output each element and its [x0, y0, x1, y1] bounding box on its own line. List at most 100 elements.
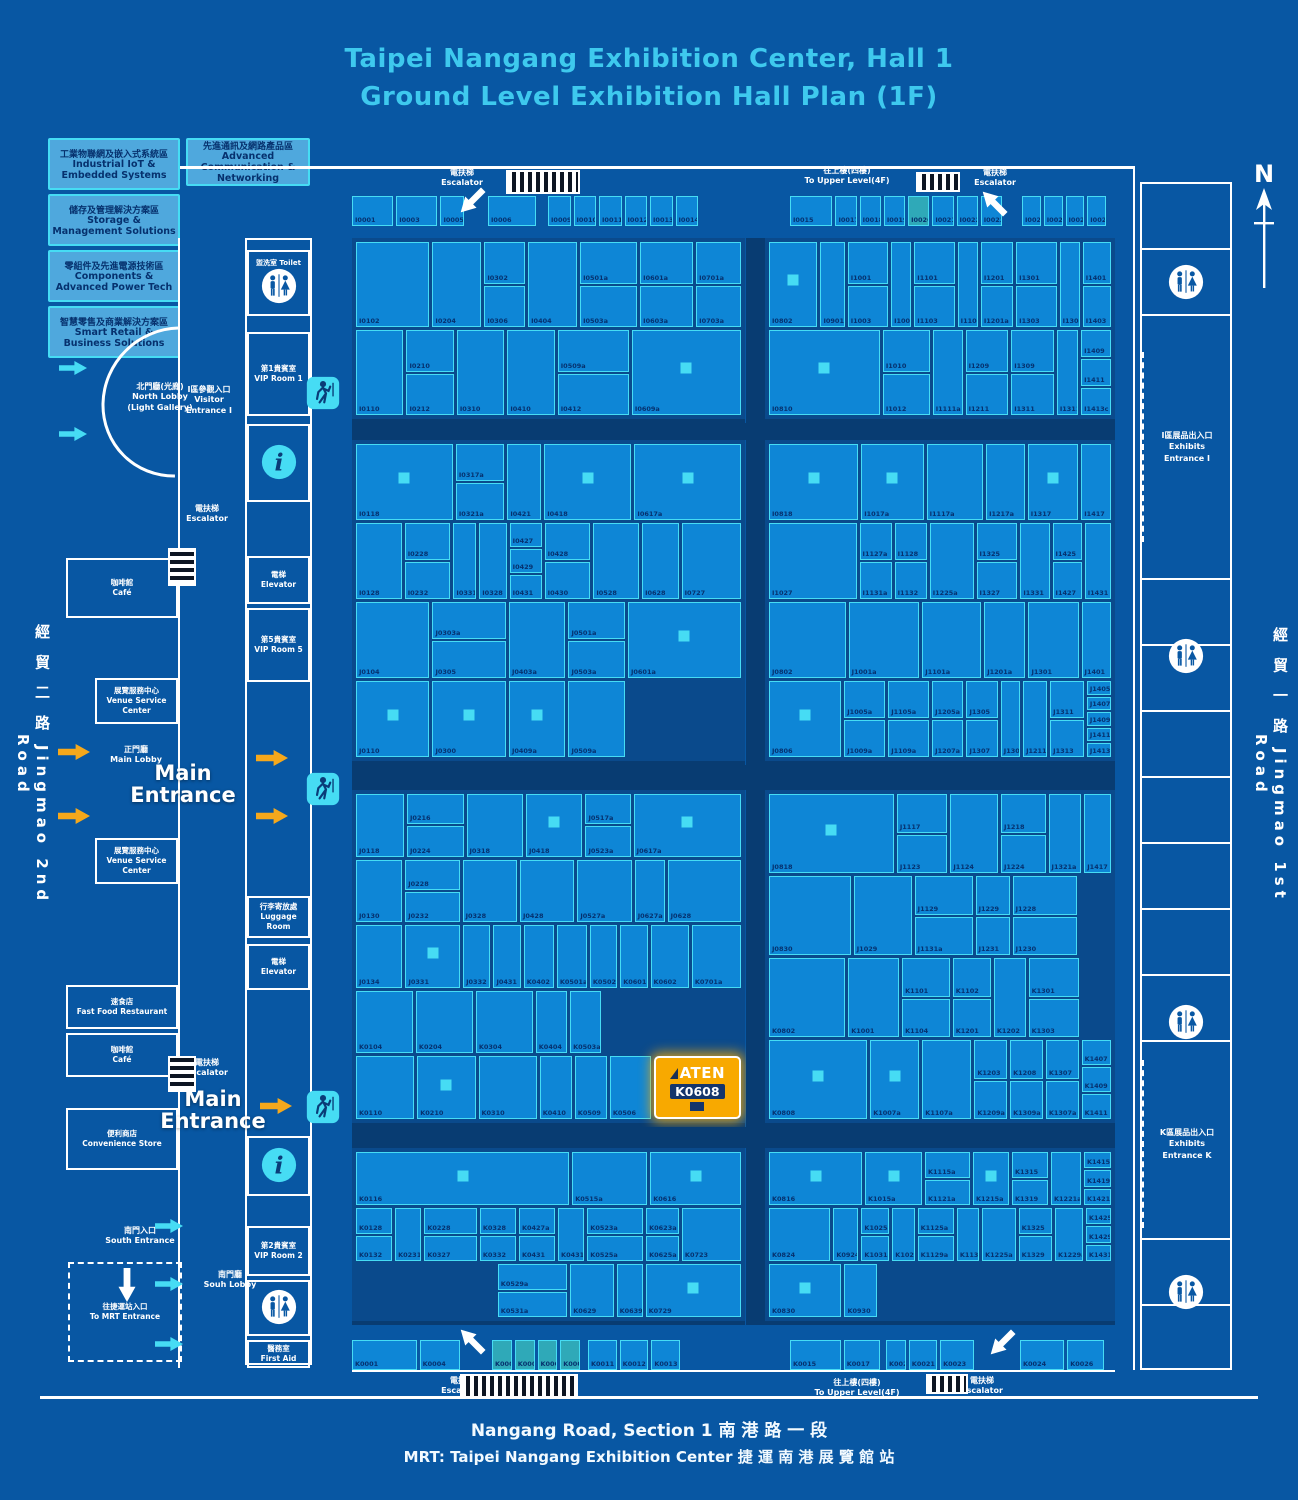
booth-K1431[interactable]: K1431	[1085, 1244, 1111, 1261]
booth-I1311[interactable]: I1311	[1011, 373, 1054, 415]
booth-K1309a[interactable]: K1309a	[1010, 1080, 1043, 1119]
booth-K1201[interactable]: K1201	[952, 998, 991, 1037]
booth-I0003[interactable]: I0003	[396, 196, 438, 226]
booth-I1012[interactable]: I1012	[882, 373, 930, 415]
booth-I0427[interactable]: I0427	[509, 523, 542, 547]
booth-K0531a[interactable]: K0531a	[497, 1291, 568, 1317]
booth-I1103a[interactable]: I1103a	[957, 242, 978, 327]
booth-I1225a[interactable]: I1225a	[929, 523, 974, 599]
booth-J0830[interactable]: J0830	[769, 876, 851, 955]
booth-K0013[interactable]: K0013	[651, 1340, 681, 1370]
booth-I1309[interactable]: I1309	[1011, 330, 1054, 372]
booth-K1409[interactable]: K1409	[1081, 1067, 1112, 1092]
booth-K1121a[interactable]: K1121a	[925, 1179, 970, 1205]
booth-K0431a[interactable]: K0431a	[558, 1208, 585, 1261]
pedestrian-entrance-icon[interactable]	[306, 772, 340, 806]
booth-J1005a[interactable]: J1005a	[844, 681, 886, 718]
booth-I0210[interactable]: I0210	[406, 330, 454, 372]
booth-K0830[interactable]: K0830	[769, 1264, 842, 1317]
booth-K0008[interactable]: K0008	[537, 1340, 558, 1370]
booth-I0019[interactable]: I0019	[883, 196, 906, 226]
booth-J1305[interactable]: J1305	[966, 681, 998, 718]
booth-I1132[interactable]: I1132	[894, 562, 927, 599]
booth-K1407[interactable]: K1407	[1081, 1040, 1112, 1065]
booth-J1205a[interactable]: J1205a	[932, 681, 964, 718]
booth-J0503a[interactable]: J0503a	[568, 641, 625, 678]
booth-J1307[interactable]: J1307	[966, 720, 998, 757]
booth-K1229a[interactable]: K1229a	[1055, 1208, 1083, 1261]
booth-I1403[interactable]: I1403	[1082, 285, 1112, 327]
booth-I0310[interactable]: I0310	[456, 330, 505, 415]
booth-K1425[interactable]: K1425	[1085, 1208, 1111, 1225]
booth-I1303[interactable]: I1303	[1016, 285, 1057, 327]
booth-J0806[interactable]: J0806	[769, 681, 842, 757]
escalator-west-1[interactable]	[168, 548, 196, 586]
booth-K1209a[interactable]: K1209a	[974, 1080, 1008, 1119]
booth-J0305[interactable]: J0305	[432, 641, 506, 678]
booth-K0327[interactable]: K0327	[424, 1235, 477, 1261]
escalator-south-right[interactable]	[926, 1374, 968, 1394]
booth-I0609a[interactable]: I0609a	[631, 330, 742, 415]
booth-K1203[interactable]: K1203	[974, 1040, 1008, 1079]
booth-I0503a[interactable]: I0503a	[580, 285, 638, 327]
booth-K0523a[interactable]: K0523a	[587, 1208, 644, 1234]
booth-I1317[interactable]: I1317	[1027, 444, 1079, 520]
booth-K0204[interactable]: K0204	[415, 990, 473, 1054]
booth-I0228[interactable]: I0228	[404, 523, 451, 560]
booth-I0204[interactable]: I0204	[432, 242, 482, 327]
booth-K1215a[interactable]: K1215a	[973, 1152, 1009, 1205]
booth-K0104[interactable]: K0104	[356, 990, 413, 1054]
booth-J0134[interactable]: J0134	[356, 925, 403, 988]
booth-K0515a[interactable]: K0515a	[572, 1152, 648, 1205]
booth-K0009[interactable]: K0009	[560, 1340, 580, 1370]
booth-I0603a[interactable]: I0603a	[640, 285, 694, 327]
booth-I1327[interactable]: I1327	[976, 562, 1018, 599]
booth-I1417[interactable]: I1417	[1081, 444, 1111, 520]
booth-I0212[interactable]: I0212	[406, 373, 454, 415]
booth-J1313[interactable]: J1313	[1050, 720, 1084, 757]
booth-J0628[interactable]: J0628	[667, 859, 742, 923]
booth-I1427[interactable]: I1427	[1052, 562, 1082, 599]
booth-K0017[interactable]: K0017	[843, 1340, 880, 1370]
booth-J1229[interactable]: J1229	[975, 876, 1010, 915]
booth-J1207a[interactable]: J1207a	[932, 720, 964, 757]
booth-K1202[interactable]: K1202	[993, 958, 1026, 1037]
booth-J1411[interactable]: J1411	[1086, 727, 1111, 742]
booth-J1405[interactable]: J1405	[1086, 681, 1111, 695]
booth-K1026[interactable]: K1026	[892, 1208, 915, 1261]
booth-J1131a[interactable]: J1131a	[914, 916, 973, 955]
booth-I0102[interactable]: I0102	[356, 242, 430, 327]
booth-I1209[interactable]: I1209	[965, 330, 1009, 372]
booth-I1301[interactable]: I1301	[1016, 242, 1057, 284]
booth-K1015a[interactable]: K1015a	[865, 1152, 922, 1205]
booth-J0300[interactable]: J0300	[432, 681, 506, 757]
booth-J0110[interactable]: J0110	[356, 681, 430, 757]
booth-J1124[interactable]: J1124	[950, 794, 998, 873]
booth-I1001[interactable]: I1001	[847, 242, 889, 284]
booth-K0132[interactable]: K0132	[356, 1235, 393, 1261]
booth-I0418[interactable]: I0418	[544, 444, 632, 520]
booth-K1429[interactable]: K1429	[1085, 1226, 1111, 1243]
booth-I1431[interactable]: I1431	[1084, 523, 1111, 599]
booth-K0501a[interactable]: K0501a	[556, 925, 587, 988]
booth-I0015[interactable]: I0015	[790, 196, 833, 226]
booth-I1217a[interactable]: I1217a	[986, 444, 1025, 520]
booth-I0014[interactable]: I0014	[675, 196, 698, 226]
booth-K0020[interactable]: K0020	[886, 1340, 906, 1370]
booth-K0231[interactable]: K0231	[395, 1208, 422, 1261]
booth-J1123[interactable]: J1123	[896, 834, 948, 873]
booth-J1105a[interactable]: J1105a	[888, 681, 930, 718]
booth-K0431[interactable]: K0431	[518, 1235, 556, 1261]
booth-K0502[interactable]: K0502	[589, 925, 618, 988]
booth-I1003a[interactable]: I1003a	[891, 242, 912, 327]
booth-J1117[interactable]: J1117	[896, 794, 948, 833]
booth-I1409[interactable]: I1409	[1081, 330, 1111, 357]
booth-K0310[interactable]: K0310	[478, 1056, 537, 1119]
booth-K0616[interactable]: K0616	[650, 1152, 741, 1205]
booth-I0509a[interactable]: I0509a	[557, 330, 629, 372]
pedestrian-entrance-icon[interactable]	[306, 376, 340, 410]
booth-K1130[interactable]: K1130	[956, 1208, 980, 1261]
booth-I0128[interactable]: I0128	[356, 523, 402, 599]
booth-K0026[interactable]: K0026	[1067, 1340, 1104, 1370]
booth-I0429[interactable]: I0429	[509, 549, 542, 573]
